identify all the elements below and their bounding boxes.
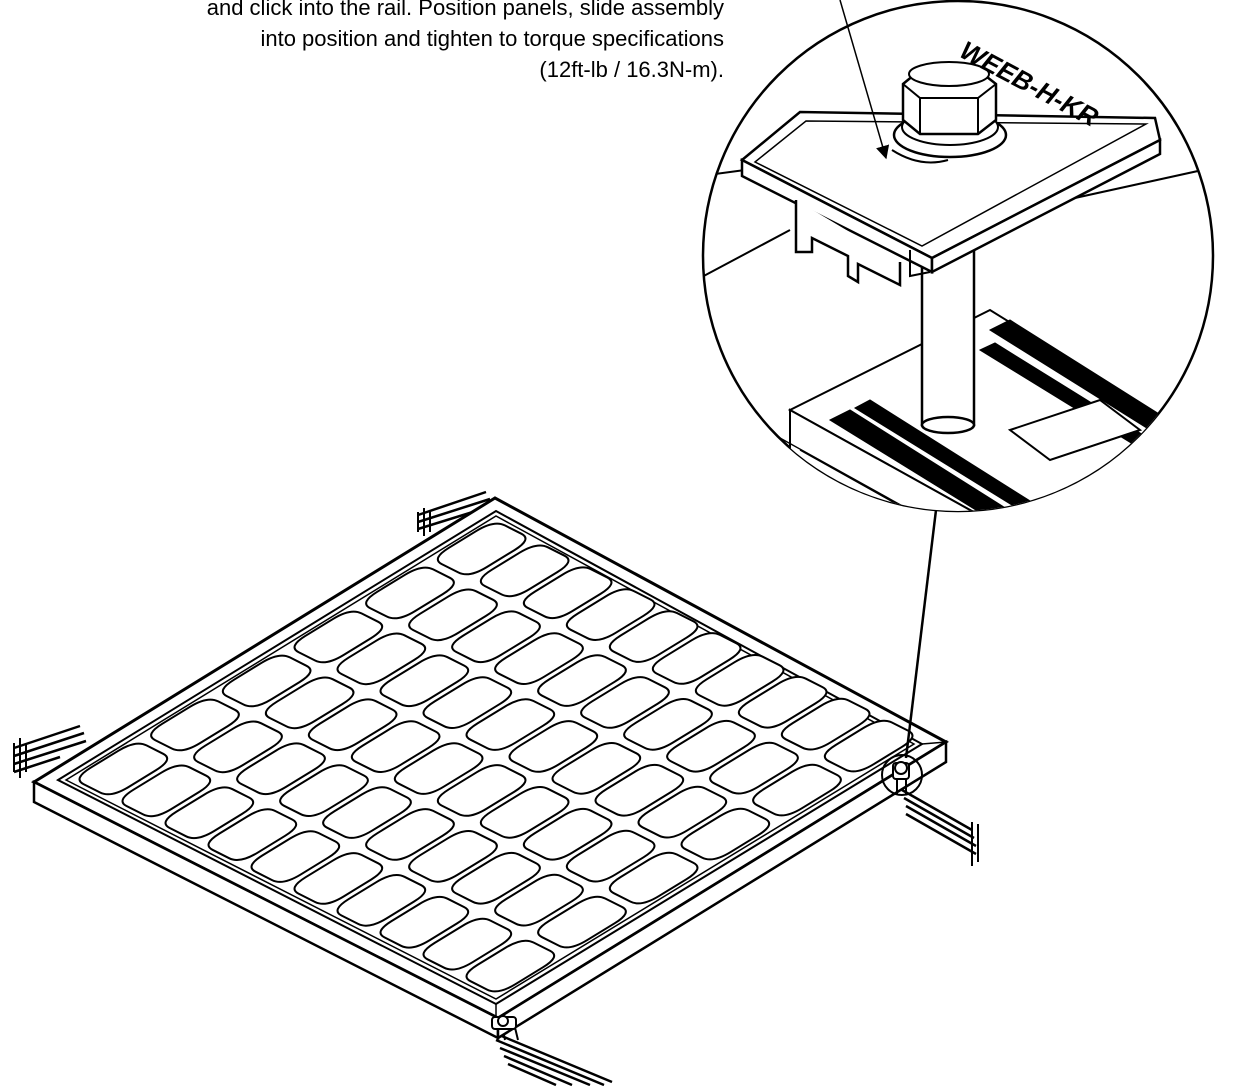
rotation-indicator	[891, 149, 949, 164]
solar-cell	[537, 654, 627, 707]
solar-cell	[422, 917, 513, 971]
solar-panel	[30, 496, 949, 1041]
solar-cell	[221, 654, 312, 708]
solar-cell	[365, 808, 455, 861]
solar-cell	[193, 720, 283, 774]
solar-cell	[78, 742, 169, 796]
clamp-marker-front	[491, 1015, 517, 1030]
solar-cell	[379, 654, 470, 708]
solar-cell	[479, 786, 570, 839]
solar-cell	[709, 741, 799, 795]
solar-cell	[336, 632, 427, 686]
torque-arrow	[839, 0, 890, 160]
solar-cell	[336, 874, 427, 927]
solar-cell	[422, 676, 513, 729]
instruction-line-2: into position and tighten to torque spec…	[260, 26, 724, 51]
clamp-marker-right	[881, 754, 923, 796]
solar-cell	[436, 764, 527, 817]
solar-cell	[522, 566, 613, 620]
rail-right-upper	[901, 788, 979, 866]
solar-cell	[580, 676, 670, 729]
solar-cell	[250, 830, 341, 883]
solar-cell	[680, 807, 771, 861]
solar-cell	[479, 544, 570, 598]
solar-cell	[379, 895, 470, 949]
solar-cell	[666, 719, 756, 773]
solar-cell	[408, 830, 498, 883]
solar-cell	[279, 764, 369, 817]
solar-cell	[508, 720, 599, 773]
solar-cell	[293, 852, 384, 905]
solar-cell	[207, 808, 298, 861]
solar-cell	[608, 851, 699, 905]
solar-cell	[236, 742, 326, 796]
solar-cell	[651, 632, 742, 685]
detail-leader-line	[904, 509, 938, 759]
detail-view: WEEB-H-KR	[701, 0, 1215, 513]
solar-cell	[637, 785, 728, 839]
instruction-line-3: (12ft-lb / 16.3N-m).	[539, 57, 724, 82]
solar-cell	[365, 566, 455, 620]
solar-cell	[451, 610, 541, 664]
solar-cell-grid	[78, 522, 914, 993]
solar-cell	[694, 654, 785, 707]
solar-cell	[264, 676, 355, 730]
solar-cell	[393, 742, 484, 795]
solar-cell	[465, 698, 556, 751]
installation-instruction: and click into the rail. Position panels…	[0, 0, 724, 85]
rail-left-lower	[13, 724, 87, 778]
instruction-line-1: and click into the rail. Position panels…	[206, 0, 724, 20]
solar-cell	[436, 522, 527, 576]
solar-cell	[494, 632, 584, 685]
solar-cell	[522, 807, 613, 861]
solar-cell	[307, 698, 398, 752]
solar-cell	[494, 873, 584, 927]
solar-cell	[322, 786, 412, 839]
solar-cell	[164, 786, 255, 840]
solar-cell	[451, 851, 541, 905]
solar-cell	[565, 829, 656, 883]
solar-cell	[465, 939, 556, 993]
solar-cell	[150, 698, 240, 752]
solar-cell	[780, 697, 871, 751]
solar-cell	[293, 610, 384, 664]
solar-cell	[121, 764, 212, 818]
solar-cell	[737, 675, 828, 729]
solar-cell	[623, 698, 713, 751]
solar-cell	[752, 763, 842, 817]
solar-cell	[350, 720, 441, 773]
solar-cell	[537, 895, 627, 949]
solar-cell	[594, 763, 685, 817]
solar-cell	[408, 588, 498, 642]
solar-cell	[551, 742, 642, 795]
solar-cell	[565, 588, 656, 641]
solar-cell	[608, 610, 699, 663]
